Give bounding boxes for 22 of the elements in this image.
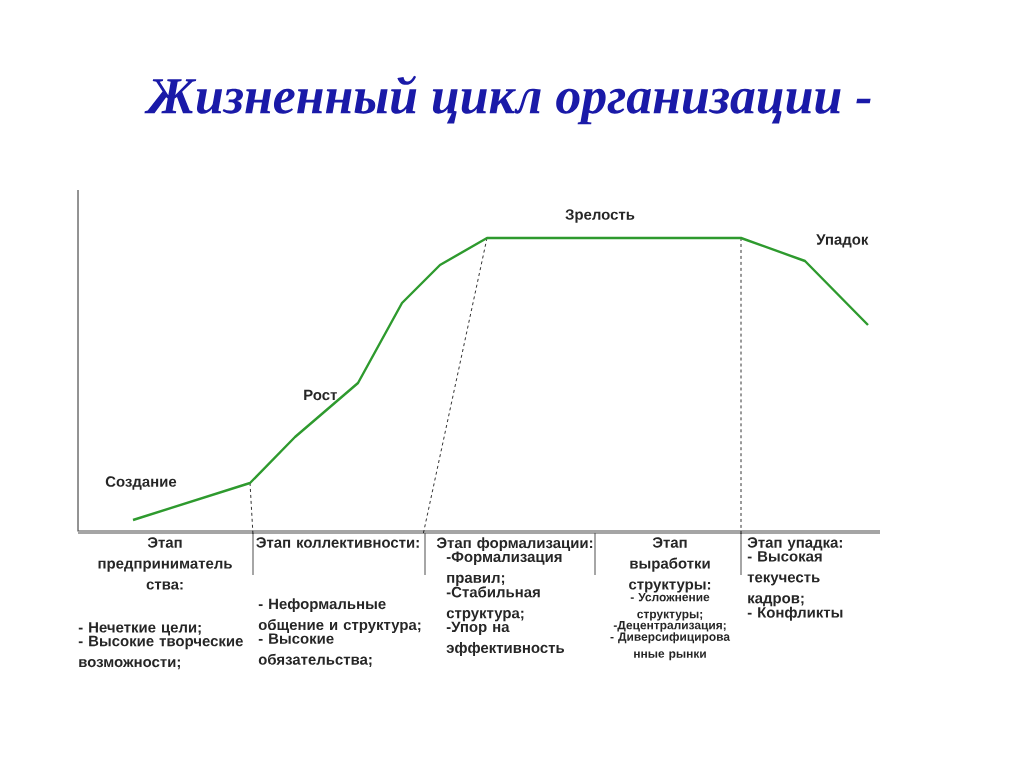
list-item: - Усложнение структуры; (630, 593, 710, 621)
stage-heading: Этап выработки структуры: (629, 537, 711, 593)
stage-label: Рост (304, 389, 337, 401)
list-item: - Нечеткие цели; (78, 622, 201, 636)
stage-heading: Этап коллективности: (256, 537, 419, 548)
list-item: - Неформальные общение и структура; (258, 598, 421, 634)
stage-heading: Этап упадка: (747, 537, 842, 551)
stage-label: Зрелость (565, 209, 635, 223)
list-item: -Стабильная структура; (446, 586, 540, 622)
list-item: -Упор на эффективность (446, 621, 565, 656)
stage-heading: Этап предприниматель ства: (98, 537, 232, 590)
list-item: - Диверсифицирова нные рынки (610, 632, 731, 661)
list-item: -Децентрализация; (613, 621, 726, 632)
stage-heading: Этап формализации: (436, 537, 593, 552)
stage-label: Создание (105, 476, 177, 490)
list-item: - Конфликты (747, 606, 843, 621)
list-item: - Высокая текучесть кадров; (747, 551, 822, 607)
list-item: - Высокие обязательства; (258, 633, 372, 667)
list-item: -Формализация правил; (446, 551, 562, 586)
stage-label: Упадок (816, 234, 869, 248)
list-item: - Высокие творческие возможности; (78, 635, 243, 670)
title: Жизненный цикл организации - (144, 75, 871, 125)
